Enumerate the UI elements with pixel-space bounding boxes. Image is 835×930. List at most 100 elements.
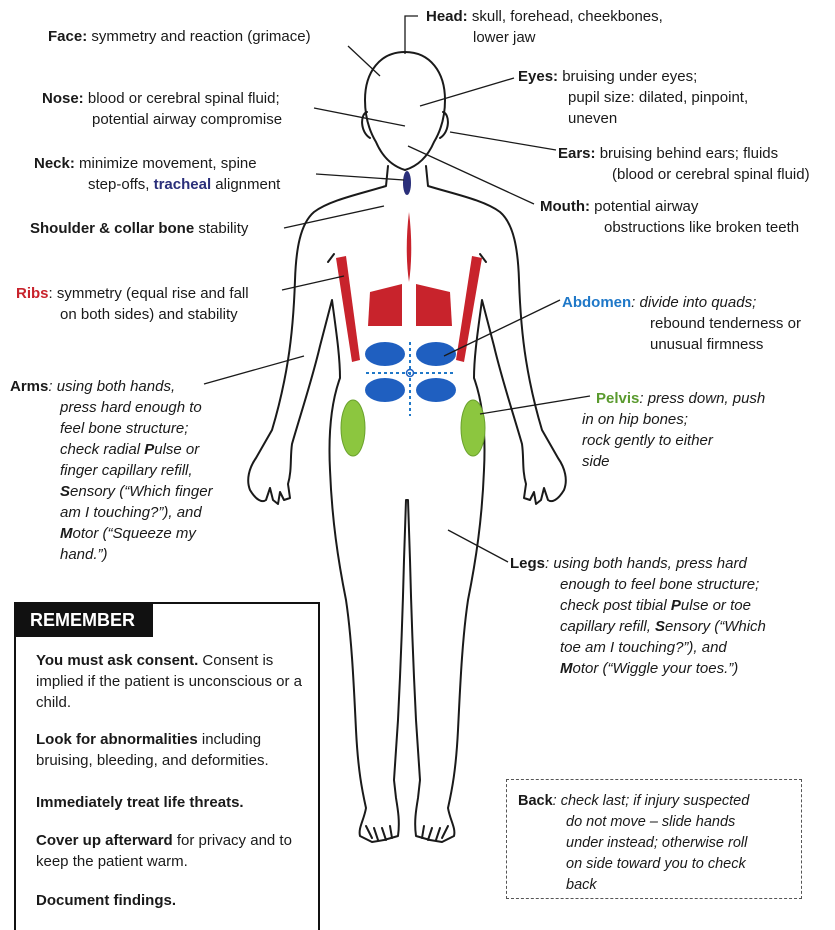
arms-text-4a: check radial: [10, 441, 144, 458]
neck-text-2a: step-offs,: [34, 176, 154, 193]
legs-text-5: toe am I touching?”), and: [510, 639, 727, 656]
pelvis-label: Pelvis: press down, push in on hip bones…: [596, 388, 832, 472]
abdomen-text-1: : divide into quads;: [631, 294, 756, 311]
head-label: Head: skull, forehead, cheekbones, lower…: [426, 6, 726, 48]
pelvis-text-4: side: [582, 451, 610, 472]
arms-text-5: finger capillary refill,: [10, 462, 193, 479]
legs-title: Legs: [510, 555, 545, 572]
eyes-text-3: uneven: [518, 110, 617, 127]
remember-cover-up-bold: Cover up afterward: [36, 832, 173, 849]
eyes-title: Eyes:: [518, 68, 558, 85]
neck-tracheal: tracheal: [154, 176, 212, 193]
left-shoulder-mark: [328, 254, 334, 262]
abdomen-text-2: rebound tenderness or: [562, 315, 801, 332]
back-title: Back: [518, 793, 553, 809]
right-pectoral-marker: [416, 284, 452, 326]
legs-text-4c: ensory (“Which: [665, 618, 766, 635]
abdomen-title: Abdomen: [562, 294, 631, 311]
pelvis-text-3: rock gently to either: [582, 430, 713, 451]
abdomen-text-3: unusual firmness: [562, 336, 763, 353]
leader-head: [405, 16, 418, 54]
head-outline: [365, 52, 445, 170]
head-text-1: skull, forehead, cheekbones,: [468, 8, 663, 25]
back-text-2: do not move – slide hands: [518, 814, 735, 830]
legs-text-3c: ulse or toe: [681, 597, 751, 614]
trachea-marker: [403, 171, 411, 195]
ribs-label: Ribs: symmetry (equal rise and fall on b…: [16, 283, 296, 325]
arms-text-1: : using both hands,: [48, 378, 175, 395]
nose-text-2: potential airway compromise: [42, 111, 282, 128]
neck-text-2c: alignment: [211, 176, 280, 193]
remember-life-threats-bold: Immediately treat life threats.: [36, 794, 244, 811]
abdomen-quad-lower-right: [416, 378, 456, 402]
neck-text-1: minimize movement, spine: [75, 155, 257, 172]
arms-sensory-letter: S: [10, 483, 70, 500]
ears-title: Ears:: [558, 145, 596, 162]
ears-label: Ears: bruising behind ears; fluids (bloo…: [558, 143, 834, 185]
remember-document: Document findings.: [36, 890, 306, 911]
arms-text-4c: ulse or: [154, 441, 199, 458]
pelvis-text-2: in on hip bones;: [582, 409, 688, 430]
head-text-2: lower jaw: [426, 29, 536, 46]
shoulder-title: Shoulder & collar bone: [30, 220, 194, 237]
ribs-text-1: : symmetry (equal rise and fall: [49, 285, 249, 302]
neck-label: Neck: minimize movement, spine step-offs…: [34, 153, 314, 195]
abdomen-label: Abdomen: divide into quads; rebound tend…: [562, 292, 832, 355]
shoulder-label: Shoulder & collar bone stability: [30, 218, 290, 239]
pelvis-right-marker: [461, 400, 485, 456]
remember-cover-up: Cover up afterward for privacy and to ke…: [36, 830, 306, 872]
shoulder-text: stability: [194, 220, 248, 237]
neck-title: Neck:: [34, 155, 75, 172]
legs-label: Legs: using both hands, press hard enoug…: [510, 553, 810, 679]
back-text-5: back: [518, 877, 597, 893]
abdomen-quad-upper-right: [416, 342, 456, 366]
sternum-marker: [407, 212, 412, 282]
face-title: Face:: [48, 28, 87, 45]
arms-text-2: press hard enough to: [10, 399, 202, 416]
ribs-title: Ribs: [16, 285, 49, 302]
legs-pulse-letter: P: [671, 597, 681, 614]
ribs-text-2: on both sides) and stability: [16, 306, 238, 323]
eyes-text-1: bruising under eyes;: [558, 68, 697, 85]
mouth-label: Mouth: potential airway obstructions lik…: [540, 196, 830, 238]
leader-nose: [314, 108, 405, 126]
remember-box: REMEMBER You must ask consent. Consent i…: [14, 602, 320, 930]
back-label: Back: check last; if injury suspected do…: [518, 791, 800, 896]
nose-text-1: blood or cerebral spinal fluid;: [84, 90, 280, 107]
leader-neck: [316, 174, 404, 180]
legs-text-2: enough to feel bone structure;: [510, 576, 759, 593]
remember-consent-bold: You must ask consent.: [36, 652, 198, 669]
leader-eyes: [420, 78, 514, 106]
mouth-title: Mouth:: [540, 198, 590, 215]
nose-label: Nose: blood or cerebral spinal fluid; po…: [42, 88, 322, 130]
mouth-text-1: potential airway: [590, 198, 698, 215]
ears-text-2: (blood or cerebral spinal fluid): [558, 166, 810, 183]
arms-motor-letter: M: [10, 525, 73, 542]
abdomen-quad-upper-left: [365, 342, 405, 366]
remember-consent: You must ask consent. Consent is implied…: [36, 650, 306, 713]
remember-heading: REMEMBER: [16, 604, 153, 637]
leader-shoulder: [284, 206, 384, 228]
leader-ears: [450, 132, 556, 150]
legs-motor-letter: M: [510, 660, 573, 677]
leader-pelvis: [480, 396, 590, 414]
right-rib-side-marker: [456, 256, 482, 362]
legs-text-1: : using both hands, press hard: [545, 555, 747, 572]
legs-text-3a: check post tibial: [510, 597, 671, 614]
nose-title: Nose:: [42, 90, 84, 107]
arms-pulse-letter: P: [144, 441, 154, 458]
mouth-text-2: obstructions like broken teeth: [540, 219, 799, 236]
legs-text-4a: capillary refill,: [510, 618, 655, 635]
arms-text-8b: otor (“Squeeze my: [73, 525, 196, 542]
arms-text-9: hand.”): [10, 546, 108, 563]
head-title: Head:: [426, 8, 468, 25]
face-label: Face: symmetry and reaction (grimace): [48, 26, 368, 47]
pelvis-title: Pelvis: [596, 390, 639, 407]
legs-text-6b: otor (“Wiggle your toes.”): [573, 660, 739, 677]
eyes-text-2: pupil size: dilated, pinpoint,: [518, 89, 748, 106]
back-text-1: : check last; if injury suspected: [553, 793, 750, 809]
arms-text-6b: ensory (“Which finger: [70, 483, 213, 500]
pelvis-left-marker: [341, 400, 365, 456]
back-text-3: under instead; otherwise roll: [518, 835, 747, 851]
left-rib-side-marker: [336, 256, 360, 362]
